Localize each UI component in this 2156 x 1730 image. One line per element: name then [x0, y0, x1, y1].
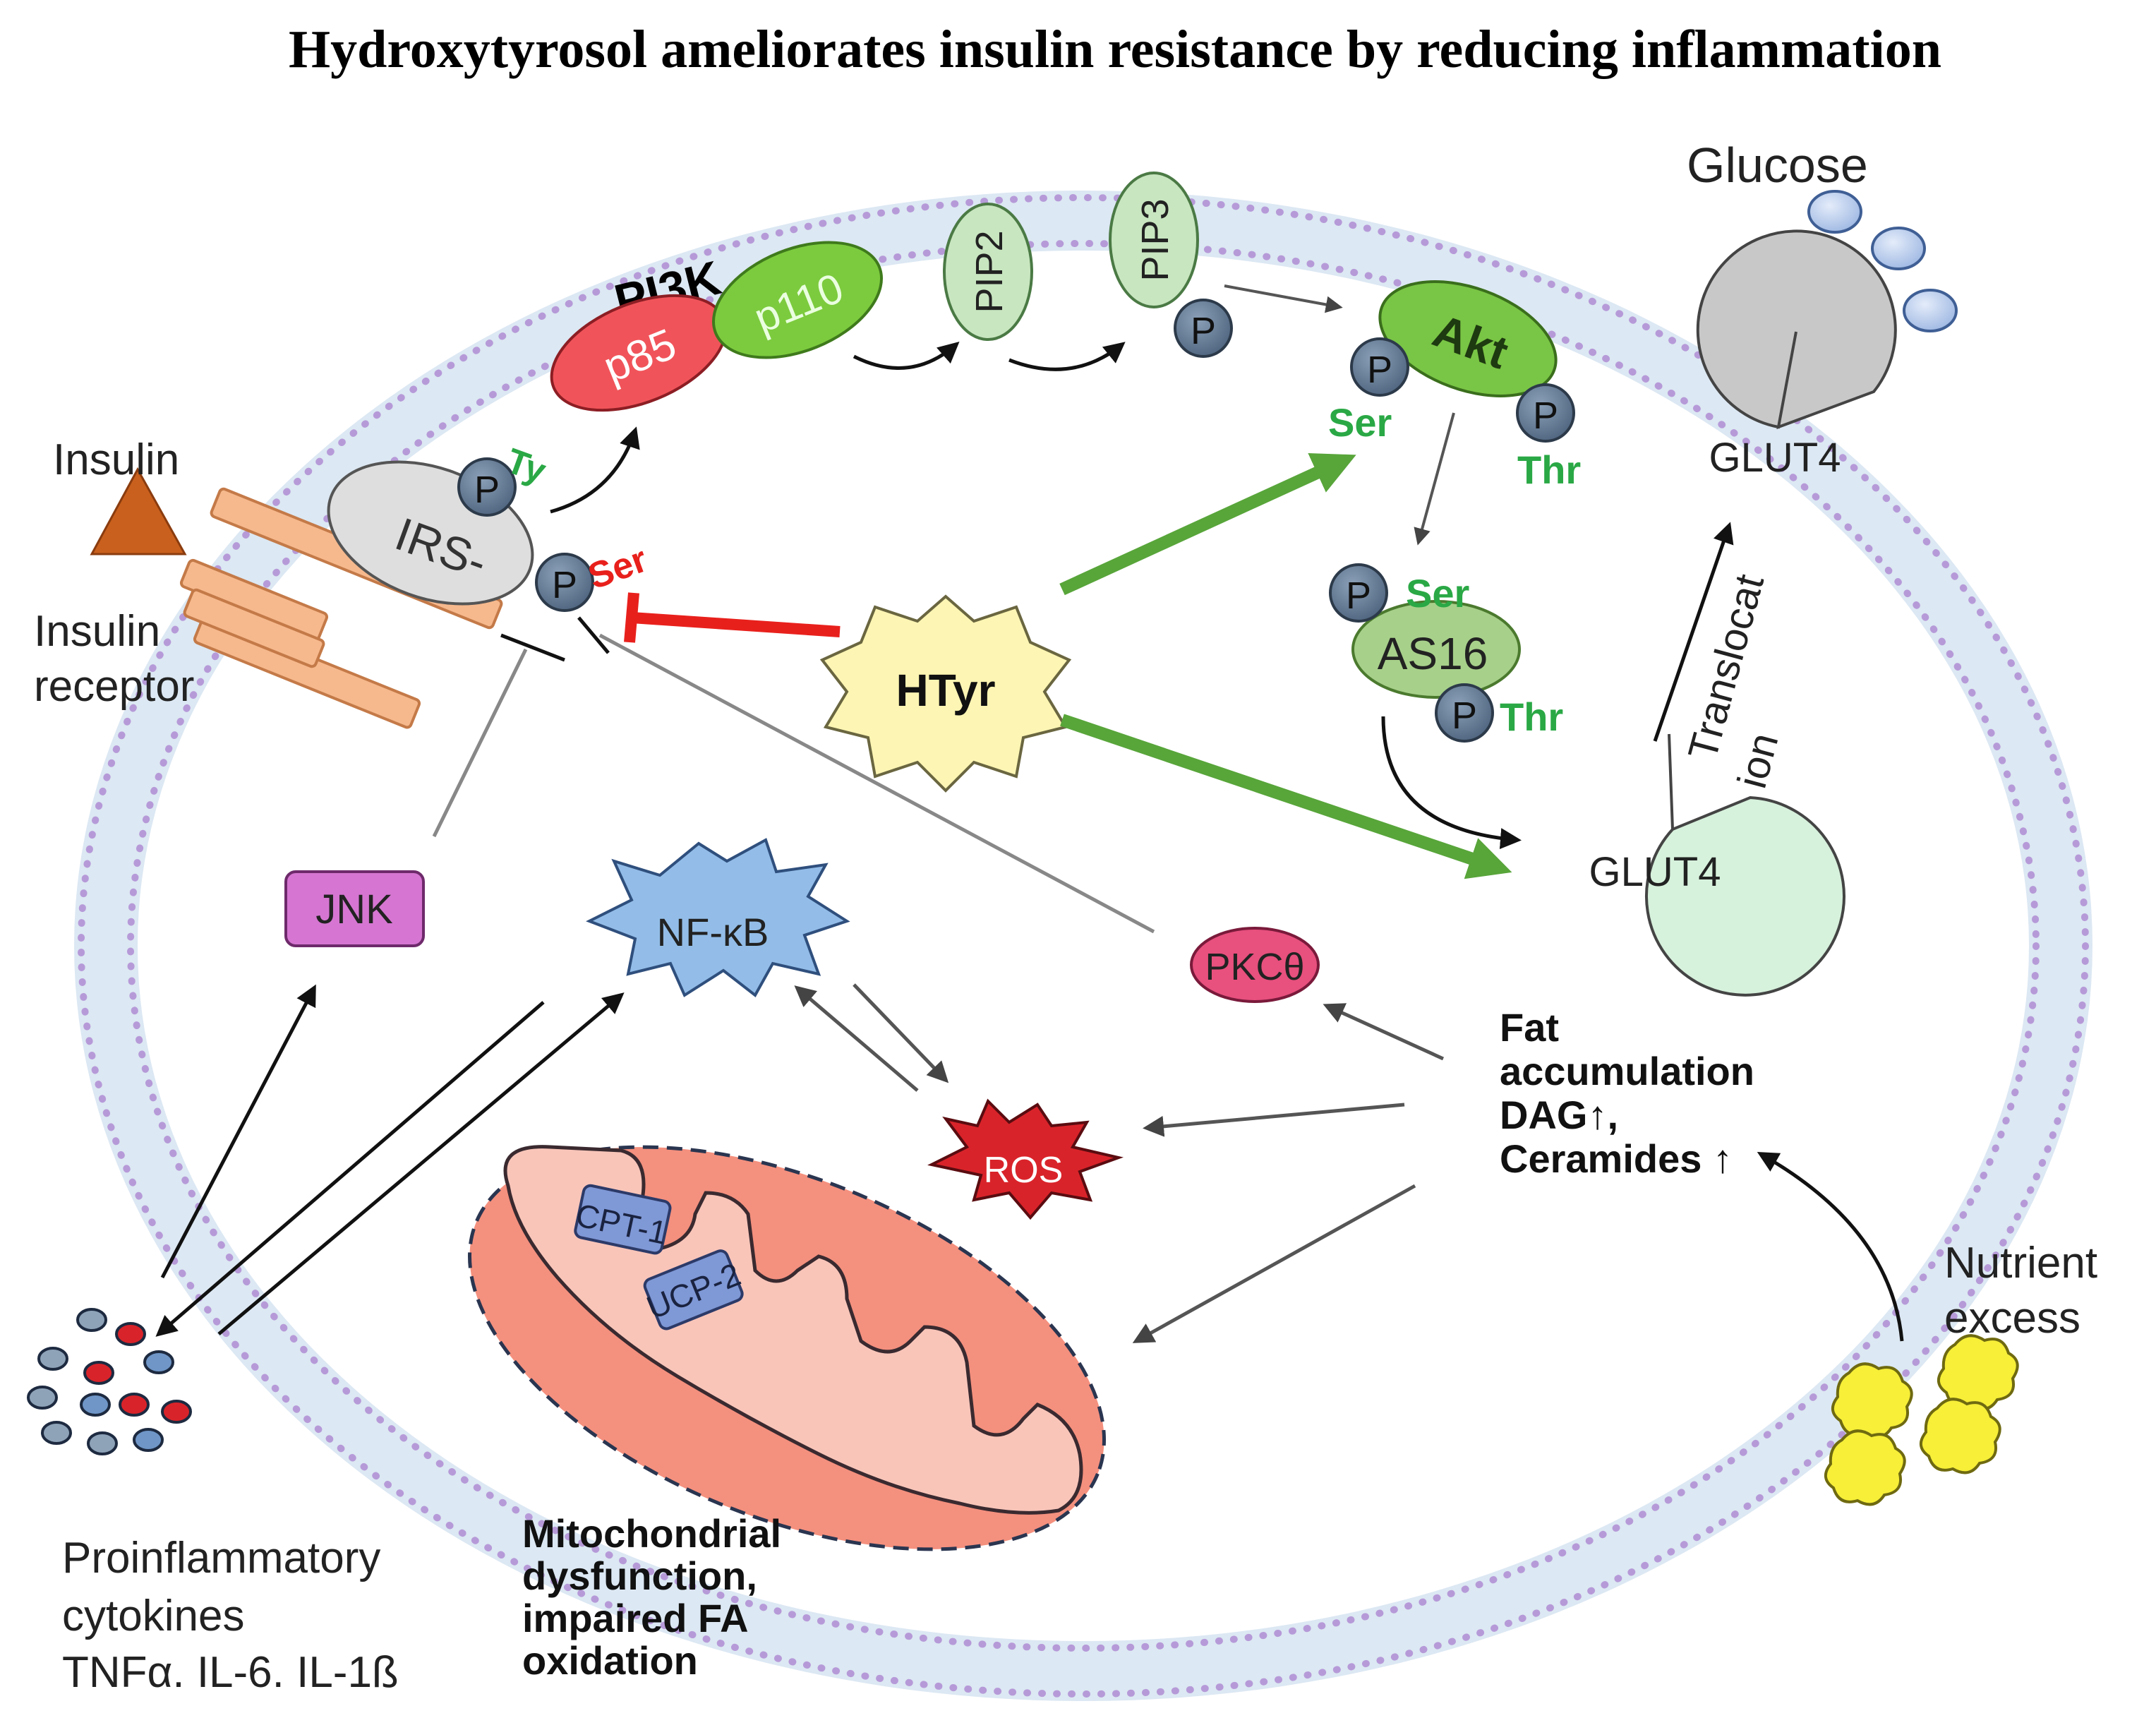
mito-label-2: dysfunction, — [522, 1554, 757, 1598]
irs-phospho-ser — [535, 553, 594, 612]
akt-thr-label: Thr — [1517, 447, 1581, 492]
htyr-activates-glut4-arrow — [1060, 714, 1512, 879]
pip3-to-akt-arrow — [1224, 284, 1343, 313]
fat-to-mito-arrow — [1132, 1184, 1416, 1343]
as160-phospho-thr — [1435, 683, 1494, 743]
jnk-inhibits-irs-line — [432, 648, 528, 838]
fat-to-pkc-arrow — [1323, 1003, 1445, 1061]
translocation-arrow — [1653, 522, 1734, 742]
cpt1 — [574, 1184, 672, 1255]
pkc-inhibits-irs-line — [598, 633, 1155, 934]
pi3k-to-pip2-arrow — [853, 342, 960, 370]
pip2-label: PIP2 — [968, 230, 1011, 313]
fat-label-2: accumulation — [1500, 1049, 1754, 1093]
nfkb-ros-arrow-1 — [794, 985, 919, 1092]
cytokines-to-nfkb-arrow — [217, 992, 625, 1335]
diagram-title: Hydroxytyrosol ameliorates insulin resis… — [289, 20, 1941, 79]
nfkb-ros-arrow-2 — [853, 983, 949, 1083]
akt — [1378, 280, 1558, 397]
jnk — [284, 870, 425, 947]
as160-ser-label: Ser — [1406, 571, 1469, 615]
insulin-triangle — [90, 467, 187, 555]
pip2-to-pip3-arrow — [1008, 342, 1126, 371]
fat-label-3: DAG↑, — [1500, 1093, 1618, 1137]
akt-phospho-ser-label: P — [1367, 349, 1392, 391]
htyr-activates-akt-arrow — [1059, 452, 1356, 596]
as160-thr-label: Thr — [1500, 695, 1563, 739]
akt-phospho-thr-label: P — [1533, 395, 1558, 437]
fat-to-ros-arrow — [1143, 1103, 1405, 1137]
irs-to-pi3k-arrow — [550, 426, 640, 514]
irs-phospho-tyr-label: P — [474, 469, 500, 511]
irs-phospho-ser-label: P — [552, 564, 577, 606]
pip2 — [943, 203, 1033, 341]
htyr-starburst — [819, 594, 1072, 793]
as160-phospho-thr-label: P — [1452, 695, 1477, 737]
cytokine-label-3: TNFα. IL-6. IL-1ß — [62, 1648, 399, 1697]
as160 — [1351, 600, 1521, 699]
cytokine-dots — [27, 1308, 192, 1455]
mito-label-1: Mitochondrial — [522, 1511, 781, 1556]
irs-phospho-tyr — [457, 457, 517, 517]
as160-phospho-ser-label: P — [1346, 575, 1371, 617]
akt-ser-label: Ser — [1328, 400, 1392, 445]
glut4-membrane — [1696, 229, 1897, 430]
pkc-theta-label: PKCθ — [1205, 946, 1304, 988]
insulin-receptor-label-2: receptor — [34, 662, 194, 711]
akt-phospho-ser — [1350, 337, 1409, 397]
mito-label-3: impaired FA — [522, 1596, 749, 1640]
pip3-phospho — [1174, 299, 1233, 358]
inhibition-bars — [500, 616, 610, 662]
pip3-phospho-label: P — [1191, 310, 1216, 352]
glut4-vesicle — [1645, 733, 1845, 997]
insulin-label: Insulin — [53, 435, 179, 484]
nutrient-blobs — [1824, 1334, 2019, 1506]
glut4-vesicle-label: GLUT4 — [1589, 849, 1721, 895]
nutrient-to-fat-arrow — [1757, 1152, 1904, 1342]
fat-label-4: Ceramides ↑ — [1500, 1136, 1733, 1181]
as160-to-glut4-arrow — [1381, 716, 1522, 850]
cytokine-label-2: cytokines — [62, 1592, 244, 1640]
pip3-label: PIP3 — [1134, 198, 1176, 281]
pkc-theta — [1190, 927, 1320, 1003]
nutrient-label-2: excess — [1944, 1294, 2080, 1342]
fat-label-1: Fat — [1500, 1005, 1559, 1050]
glucose-label: Glucose — [1687, 138, 1868, 193]
nfkb-starburst — [586, 838, 850, 998]
ros-starburst — [927, 1098, 1124, 1220]
akt-to-as160-arrow — [1414, 412, 1455, 546]
insulin-receptor-label-1: Insulin — [34, 607, 160, 656]
cytokine-label-1: Proinflammatory — [62, 1534, 380, 1582]
ros-label: ROS — [984, 1150, 1064, 1191]
nfkb-label: NF-κB — [657, 910, 769, 954]
glut4-membrane-label: GLUT4 — [1709, 435, 1841, 481]
as160-phospho-ser — [1329, 563, 1388, 623]
akt-phospho-thr — [1516, 383, 1575, 443]
htyr-inhibits-irs-ser — [624, 592, 841, 643]
htyr-label: HTyr — [896, 665, 995, 716]
nfkb-to-cytokines-arrow — [155, 1001, 545, 1337]
cytokines-to-jnk-arrow — [160, 984, 316, 1279]
nutrient-label-1: Nutrient — [1944, 1239, 2097, 1287]
pip3 — [1109, 172, 1199, 308]
p110-subunit — [712, 241, 883, 359]
jnk-label: JNK — [315, 887, 393, 932]
ucp2 — [643, 1249, 744, 1330]
as160-label: AS16 — [1378, 628, 1488, 679]
mito-label-4: oxidation — [522, 1638, 698, 1683]
